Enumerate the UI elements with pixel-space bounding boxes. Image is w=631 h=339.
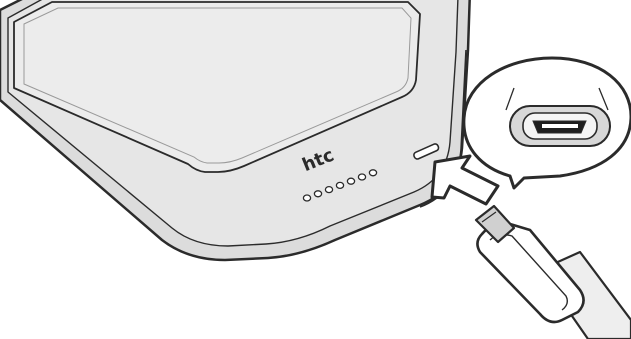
callout-phone-edge-right — [598, 87, 609, 111]
usb-cable-connector-line — [481, 211, 497, 223]
usb-cable — [474, 204, 631, 339]
speaker-hole — [324, 185, 334, 194]
speaker-hole — [368, 169, 378, 177]
phone: htc — [0, 0, 471, 262]
speaker-grille — [302, 169, 378, 202]
callout-bubble — [462, 56, 631, 190]
speaker-hole — [302, 194, 312, 202]
speaker-hole — [335, 181, 345, 190]
micro-usb-port-tongue — [542, 124, 578, 128]
phone-screen — [13, 1, 421, 173]
speaker-hole — [346, 177, 356, 185]
phone-usb-port-slot — [413, 143, 440, 160]
speaker-hole — [313, 190, 323, 198]
usb-cable-connector-tip — [474, 204, 516, 244]
insert-direction-arrow-icon — [430, 154, 500, 206]
phone-screen-inner — [23, 7, 412, 164]
arrow-shape — [430, 154, 500, 206]
speaker-hole — [357, 173, 367, 181]
callout-phone-edge-left — [505, 87, 515, 111]
